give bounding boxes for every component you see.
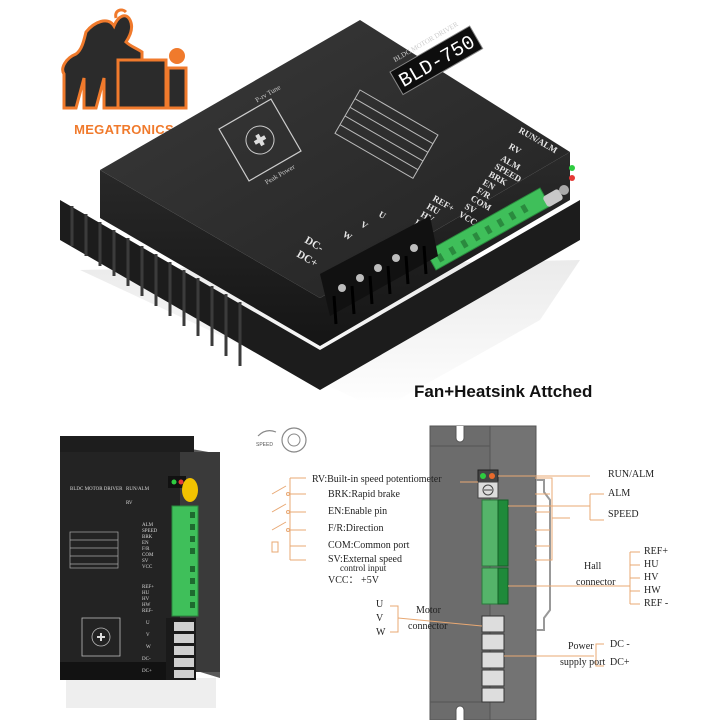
label-hall-connector: connector xyxy=(576,577,616,588)
label-ref-plus: REF+ xyxy=(644,546,668,557)
svg-text:V: V xyxy=(146,633,150,638)
label-motor: Motor xyxy=(416,605,441,616)
alarm-led-icon xyxy=(569,175,575,181)
driver-top-face xyxy=(100,20,570,298)
svg-text:RUN/ALM: RUN/ALM xyxy=(126,487,150,492)
run-led-icon xyxy=(569,165,575,171)
label-v: V xyxy=(376,613,384,624)
speed-knob-icon: SPEED xyxy=(256,427,307,453)
svg-text:VCC: VCC xyxy=(142,565,153,570)
svg-text:HW: HW xyxy=(142,603,151,608)
svg-text:SPEED: SPEED xyxy=(256,442,273,448)
warning-sticker xyxy=(182,478,198,502)
label-hall: Hall xyxy=(584,561,602,572)
label-dc-plus: DC+ xyxy=(610,657,630,668)
svg-text:BRK: BRK xyxy=(142,535,153,540)
label-speed: SPEED xyxy=(608,509,639,520)
heatsink xyxy=(60,200,580,390)
svg-text:ALM: ALM xyxy=(142,523,154,528)
label-sv: SV:External speed xyxy=(328,554,402,565)
label-alm: ALM xyxy=(608,488,631,499)
label-power: Power xyxy=(568,641,594,652)
svg-text:BLDC MOTOR DRIVER: BLDC MOTOR DRIVER xyxy=(70,487,123,492)
svg-text:SPEED: SPEED xyxy=(142,529,158,534)
mode-table xyxy=(334,89,439,179)
label-hv: HV xyxy=(644,572,659,583)
label-hw: HW xyxy=(644,585,661,596)
svg-text:V: V xyxy=(359,219,370,231)
svg-text:DC-: DC- xyxy=(142,657,151,662)
brand-name: MEGATRONICS xyxy=(74,122,174,137)
label-u: U xyxy=(376,599,384,610)
svg-text:HU: HU xyxy=(142,591,150,596)
speed-potentiometer xyxy=(543,185,569,207)
label-motor-connector: connector xyxy=(408,621,448,632)
svg-text:RV: RV xyxy=(126,501,133,506)
svg-text:W: W xyxy=(341,229,354,242)
wiring-diagram: SPEED xyxy=(250,420,720,720)
heatsink-fins xyxy=(70,206,242,366)
power-motor-terminal-block xyxy=(320,216,438,325)
mode-table xyxy=(69,531,119,569)
label-sv-2: control input xyxy=(340,563,387,573)
diagram-barrier-terminal xyxy=(481,615,505,703)
label-vcc: VCC： +5V xyxy=(328,575,379,586)
svg-text:REF-: REF- xyxy=(142,609,153,614)
label-com: COM:Common port xyxy=(328,540,410,551)
power-motor-terminal-block xyxy=(166,618,196,680)
product-caption: Fan+Heatsink Attched xyxy=(414,382,593,401)
label-en: EN:Enable pin xyxy=(328,506,388,517)
product-photo-front: BLDC MOTOR DRIVER RUN/ALM RV ALM SPEED B… xyxy=(56,428,234,710)
svg-text:COM: COM xyxy=(142,553,154,558)
svg-text:U: U xyxy=(377,209,388,221)
goat-mi-logo-icon xyxy=(61,8,188,110)
svg-text:EN: EN xyxy=(142,541,149,546)
svg-text:HV: HV xyxy=(142,597,150,602)
control-terminal-block xyxy=(171,505,199,617)
connection-lines xyxy=(289,475,640,667)
label-brk: BRK:Rapid brake xyxy=(328,489,400,500)
label-rv: RV:Built-in speed potentiometer xyxy=(312,474,442,485)
label-power-supply-port: supply port xyxy=(560,657,606,668)
diagram-hall-terminal xyxy=(481,567,499,605)
svg-text:SV: SV xyxy=(142,559,149,564)
svg-text:U: U xyxy=(146,621,150,626)
svg-text:DC+: DC+ xyxy=(142,669,152,674)
label-dc-minus: DC - xyxy=(610,639,630,650)
label-w: W xyxy=(376,627,386,638)
product-photo-main: BLD-750 BLDC MOTOR DRIVER Peak Power P-r… xyxy=(60,20,620,410)
label-fr: F/R:Direction xyxy=(328,523,384,534)
svg-text:F/R: F/R xyxy=(142,547,150,552)
control-terminal-block xyxy=(425,187,551,271)
dial-marking xyxy=(81,617,121,657)
brand-logo: MEGATRONICS xyxy=(56,8,192,140)
label-ref-minus: REF - xyxy=(644,598,669,609)
label-run-alm: RUN/ALM xyxy=(608,469,655,480)
label-hu: HU xyxy=(644,559,659,570)
svg-text:W: W xyxy=(146,645,151,650)
diagram-control-terminal xyxy=(481,499,499,567)
svg-text:REF+: REF+ xyxy=(142,585,154,590)
